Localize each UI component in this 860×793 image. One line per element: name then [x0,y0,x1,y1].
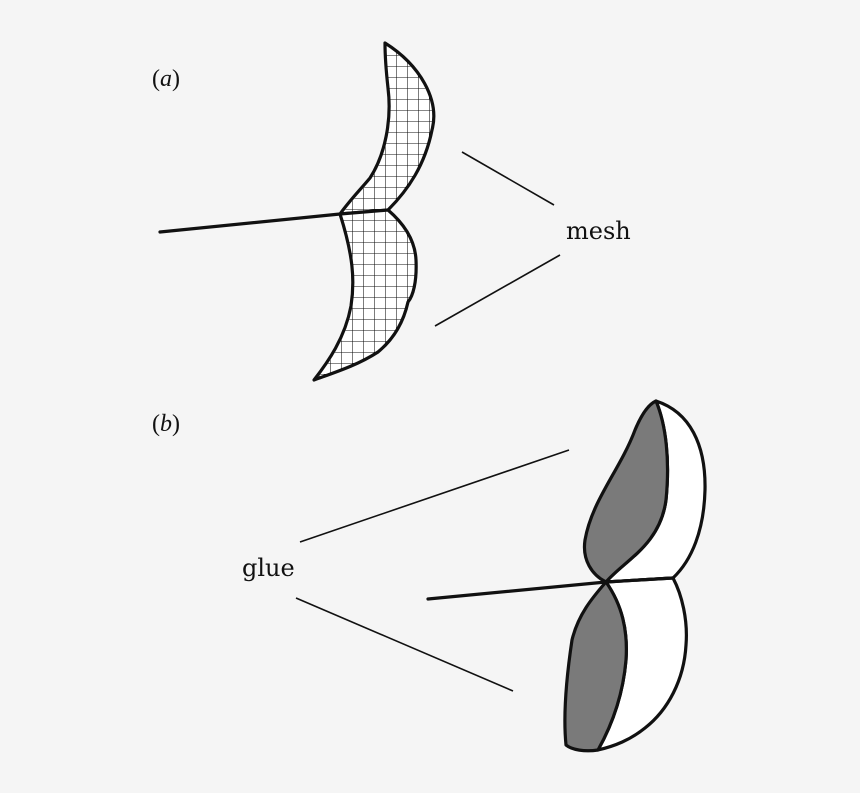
lower-wing-mesh [314,210,416,380]
panel-b-label: (b) [152,411,180,437]
mesh-leader-lower [435,255,560,326]
glue-leader-lower [296,598,513,691]
glue-wing-diagram [296,401,705,751]
glue-leader-upper [300,450,569,542]
mesh-leader-upper [462,152,554,205]
mesh-callout-label: mesh [566,217,631,245]
upper-wing-mesh [340,43,434,214]
panel-a-label: (a) [152,66,180,92]
stem-a [160,214,340,232]
mesh-wing-diagram [160,43,560,380]
glue-callout-label: glue [242,554,295,582]
